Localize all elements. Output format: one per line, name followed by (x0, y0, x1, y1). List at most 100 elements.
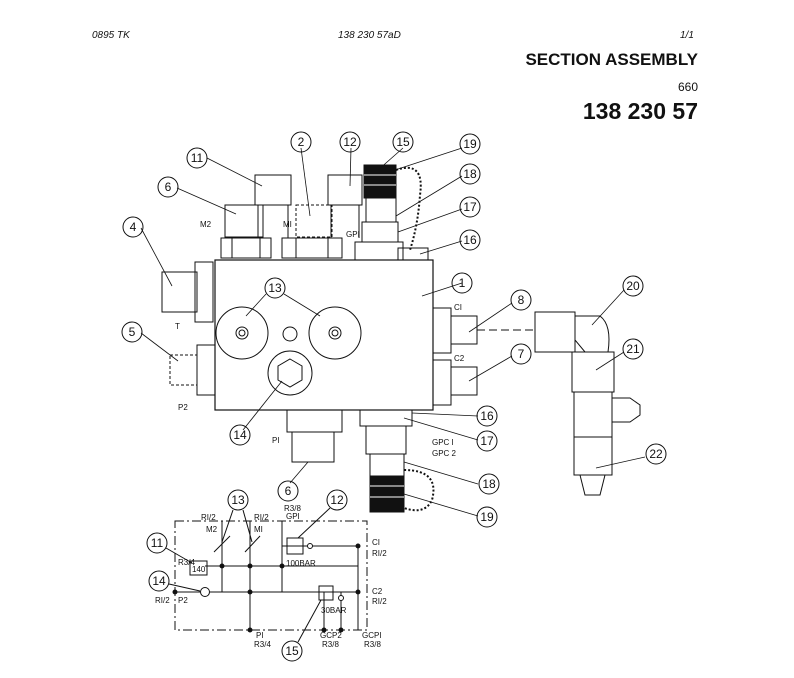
svg-text:R3/8: R3/8 (364, 640, 381, 649)
callout-17-top: 17 (459, 196, 481, 218)
callout-20: 20 (622, 275, 644, 297)
svg-text:GCPI: GCPI (362, 631, 382, 640)
svg-text:30BAR: 30BAR (321, 606, 347, 615)
svg-text:PI: PI (256, 631, 264, 640)
leader-lines (140, 147, 646, 517)
callout-3: 6 (157, 176, 179, 198)
schematic-callout-13: 13 (227, 489, 249, 511)
svg-text:1: 1 (459, 276, 466, 290)
svg-text:22: 22 (649, 447, 663, 461)
svg-text:RI/2: RI/2 (254, 513, 269, 522)
svg-text:17: 17 (480, 434, 494, 448)
svg-text:12: 12 (330, 493, 344, 507)
right-fittings (432, 307, 535, 406)
callout-17-bottom: 17 (476, 430, 498, 452)
svg-text:GPI: GPI (286, 512, 300, 521)
callout-12: 12 (339, 131, 361, 153)
elbow-assembly (534, 311, 641, 496)
svg-text:17: 17 (463, 200, 477, 214)
svg-text:4: 4 (130, 220, 137, 234)
header-page-count: 1/1 (680, 30, 694, 41)
svg-text:21: 21 (626, 342, 640, 356)
hydraulic-schematic: 13 12 11 14 15 (146, 489, 368, 662)
svg-text:12: 12 (343, 135, 357, 149)
svg-text:11: 11 (191, 151, 204, 165)
svg-text:2: 2 (298, 135, 305, 149)
svg-text:6: 6 (165, 180, 172, 194)
bottom-fittings (286, 409, 413, 513)
svg-text:R3/8: R3/8 (284, 504, 301, 513)
svg-text:R3/4: R3/4 (178, 558, 195, 567)
label-gpc1: GPC I (432, 438, 454, 447)
schematic-labels: RI/2 RI/2 R3/8 GPI M2 MI R3/4 140 RI/2 P… (155, 504, 387, 649)
label-gpi: GPI (346, 230, 360, 239)
svg-text:11: 11 (151, 536, 164, 550)
svg-text:13: 13 (268, 281, 282, 295)
svg-text:16: 16 (463, 233, 477, 247)
page-title: SECTION ASSEMBLY (525, 50, 698, 69)
callout-13: 13 (264, 277, 286, 299)
callout-19-bottom: 19 (476, 506, 498, 528)
svg-text:R3/4: R3/4 (254, 640, 271, 649)
callout-16-top: 16 (459, 229, 481, 251)
label-pi: PI (272, 436, 280, 445)
callout-16-bottom: 16 (476, 405, 498, 427)
svg-text:GCP2: GCP2 (320, 631, 342, 640)
svg-text:C2: C2 (372, 587, 383, 596)
schematic-callout-14: 14 (148, 570, 170, 592)
callout-22: 22 (645, 443, 667, 465)
callout-15: 15 (392, 131, 414, 153)
label-t: T (175, 322, 180, 331)
svg-text:RI/2: RI/2 (201, 513, 216, 522)
callout-18-bottom: 18 (478, 473, 500, 495)
svg-text:R3/8: R3/8 (322, 640, 339, 649)
schematic-callout-11: 11 (146, 532, 168, 554)
label-m2: M2 (200, 220, 212, 229)
callout-2: 2 (290, 131, 312, 153)
callout-7: 7 (510, 343, 532, 365)
valve-block (214, 259, 434, 411)
label-gpc2: GPC 2 (432, 449, 457, 458)
label-p2: P2 (178, 403, 188, 412)
svg-text:6: 6 (285, 484, 292, 498)
svg-text:18: 18 (482, 477, 496, 491)
svg-text:15: 15 (396, 135, 410, 149)
callout-5: 5 (121, 321, 143, 343)
svg-text:5: 5 (129, 325, 136, 339)
svg-text:8: 8 (518, 293, 525, 307)
svg-text:13: 13 (231, 493, 245, 507)
callout-18-top: 18 (459, 163, 481, 185)
label-mi: MI (283, 220, 292, 229)
svg-text:RI/2: RI/2 (372, 549, 387, 558)
svg-text:18: 18 (463, 167, 477, 181)
label-c2: C2 (454, 354, 465, 363)
left-fittings (161, 261, 216, 396)
svg-text:RI/2: RI/2 (155, 596, 170, 605)
chain-bottom (403, 469, 435, 512)
svg-text:140: 140 (192, 565, 206, 574)
svg-text:CI: CI (372, 538, 380, 547)
svg-text:14: 14 (233, 428, 247, 442)
callout-1: 1 (451, 272, 473, 294)
callout-11: 11 (186, 147, 208, 169)
page-subtitle: 660 (677, 80, 698, 94)
svg-text:100BAR: 100BAR (286, 559, 316, 568)
svg-text:M2: M2 (206, 525, 218, 534)
svg-text:P2: P2 (178, 596, 188, 605)
svg-text:MI: MI (254, 525, 263, 534)
svg-text:16: 16 (480, 409, 494, 423)
header-code: 0895 TK (92, 30, 130, 41)
assembly-labels: M2 MI GPI T P2 PI CI C2 GPC I GPC 2 (175, 220, 465, 458)
svg-text:20: 20 (626, 279, 640, 293)
callout-19-top: 19 (459, 133, 481, 155)
part-number: 138 230 57 (582, 98, 698, 124)
callout-14: 14 (229, 424, 251, 446)
svg-text:14: 14 (152, 574, 166, 588)
callout-21: 21 (622, 338, 644, 360)
callouts: 11 6 4 5 2 12 15 19 18 17 16 1 13 8 7 20… (121, 131, 667, 528)
callout-6: 6 (277, 480, 299, 502)
svg-text:15: 15 (285, 644, 299, 658)
svg-text:RI/2: RI/2 (372, 597, 387, 606)
label-ci: CI (454, 303, 462, 312)
